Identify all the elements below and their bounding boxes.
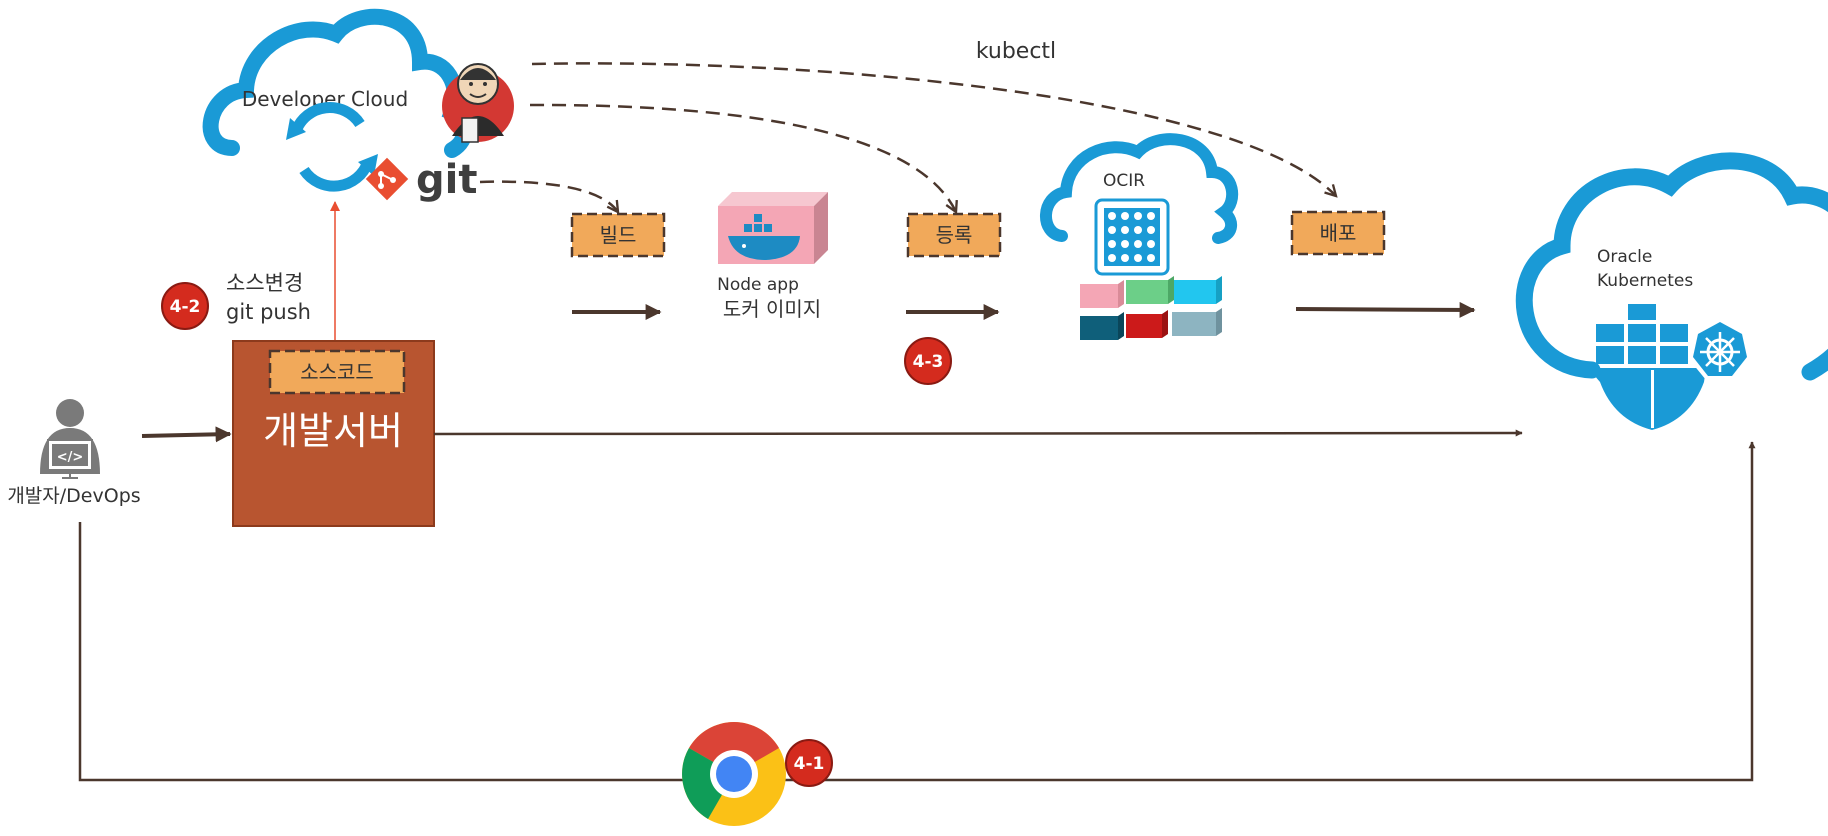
badge-4-1 bbox=[785, 739, 833, 787]
server-to-kubernetes-arrow bbox=[433, 429, 1523, 437]
ocir-label: OCIR bbox=[1103, 171, 1145, 191]
deploy-tag bbox=[1290, 210, 1386, 256]
oracle-label: Oracle bbox=[1597, 247, 1652, 267]
build-dashed-arrow bbox=[479, 180, 618, 212]
source-change-label: 소스변경 bbox=[226, 271, 303, 295]
badge-4-3 bbox=[904, 337, 952, 385]
developer-to-server-arrow bbox=[141, 426, 232, 443]
kubernetes-label: Kubernetes bbox=[1597, 271, 1693, 291]
docker-icon bbox=[718, 192, 828, 264]
register-tag bbox=[906, 212, 1002, 258]
register-tag-label: 등록 bbox=[936, 223, 973, 247]
developer-code-icon: </> bbox=[57, 450, 84, 465]
source-code-tag-label: 소스코드 bbox=[300, 360, 374, 384]
deploy-tag-label: 배포 bbox=[1320, 221, 1357, 245]
jenkins-icon bbox=[442, 63, 514, 143]
developer-icon bbox=[40, 399, 100, 479]
ocir-registry-icon bbox=[1094, 198, 1170, 276]
browser-access-line bbox=[78, 441, 1756, 782]
register-dashed-arrow bbox=[529, 103, 956, 212]
deploy-arrow bbox=[1295, 301, 1476, 318]
oracle-kubernetes-cloud-icon bbox=[1515, 152, 1828, 381]
container-ship-icon bbox=[1588, 304, 1706, 430]
source-code-tag bbox=[268, 349, 406, 395]
developer-cloud-icon bbox=[202, 8, 473, 158]
badge-4-1-label: 4-1 bbox=[794, 754, 825, 774]
build-tag bbox=[570, 212, 666, 258]
badge-4-2-label: 4-2 bbox=[170, 297, 201, 317]
docker-image-label: 도커 이미지 bbox=[723, 297, 821, 321]
ocir-cloud-icon bbox=[1040, 133, 1238, 244]
node-app-label: Node app bbox=[717, 275, 799, 295]
developer-label: 개발자/DevOps bbox=[7, 485, 140, 507]
git-push-label: git push bbox=[226, 300, 311, 324]
git-label: git bbox=[416, 157, 477, 203]
sync-icon bbox=[286, 102, 378, 192]
kubectl-dashed-arrow bbox=[531, 62, 1336, 196]
ocir-container-blocks-icon bbox=[1080, 276, 1222, 340]
build-tag-label: 빌드 bbox=[600, 223, 637, 247]
chrome-icon bbox=[682, 722, 786, 826]
badge-4-3-label: 4-3 bbox=[913, 352, 944, 372]
dev-server-label: 개발서버 bbox=[263, 409, 403, 453]
kubectl-label: kubectl bbox=[976, 39, 1056, 64]
kubernetes-icon bbox=[1688, 316, 1752, 380]
git-logo-icon bbox=[365, 157, 409, 201]
badge-4-2 bbox=[161, 282, 209, 330]
